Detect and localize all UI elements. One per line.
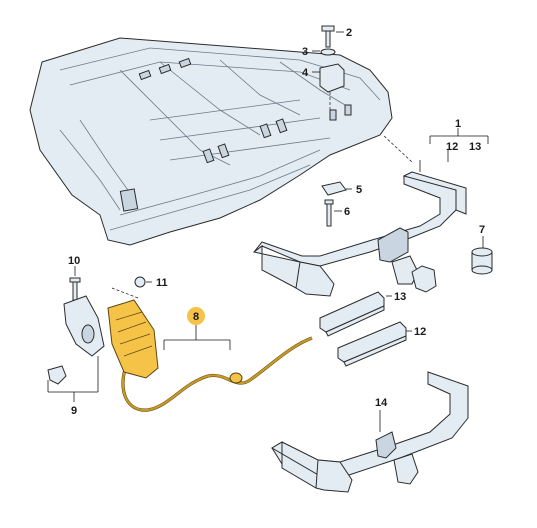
callout-12-top: 12 bbox=[446, 141, 458, 153]
callout-14: 14 bbox=[375, 397, 388, 409]
callout-8-highlight bbox=[187, 307, 205, 325]
part-2-bolt bbox=[321, 25, 342, 48]
part-8-control-unit bbox=[107, 287, 313, 412]
part-3-washer bbox=[312, 48, 336, 56]
part-7-cap bbox=[471, 236, 493, 275]
callout-13: 13 bbox=[394, 291, 406, 303]
callout-1: 1 bbox=[455, 118, 461, 130]
callout-11: 11 bbox=[156, 277, 168, 289]
callout-3: 3 bbox=[302, 46, 308, 58]
part-10-screw bbox=[69, 266, 81, 301]
callout-13-top: 13 bbox=[469, 141, 481, 153]
part-4-bracket bbox=[312, 63, 345, 110]
part-9-bracket bbox=[47, 295, 105, 402]
callout-8: 8 bbox=[193, 311, 199, 323]
part-6-screw bbox=[324, 199, 342, 227]
callout-6: 6 bbox=[344, 206, 350, 218]
callout-5: 5 bbox=[356, 184, 362, 196]
leader-lines bbox=[163, 31, 489, 350]
part-5-plate bbox=[321, 181, 352, 196]
part-11-nut bbox=[134, 276, 152, 288]
part-1-trailer-hitch bbox=[252, 160, 467, 297]
vehicle-rear-body bbox=[29, 37, 393, 246]
callout-4: 4 bbox=[302, 67, 309, 79]
callout-2: 2 bbox=[346, 27, 352, 39]
part-13-rail bbox=[319, 291, 392, 337]
callouts: 2 3 4 1 12 13 5 6 7 10 11 13 8 12 14 9 bbox=[68, 27, 485, 417]
callout-9: 9 bbox=[71, 405, 77, 417]
callout-10: 10 bbox=[68, 255, 80, 267]
callout-12: 12 bbox=[414, 326, 426, 338]
part-12-rail bbox=[337, 321, 412, 367]
callout-7: 7 bbox=[479, 224, 485, 236]
part-14-trailer-hitch-alt bbox=[271, 371, 469, 493]
